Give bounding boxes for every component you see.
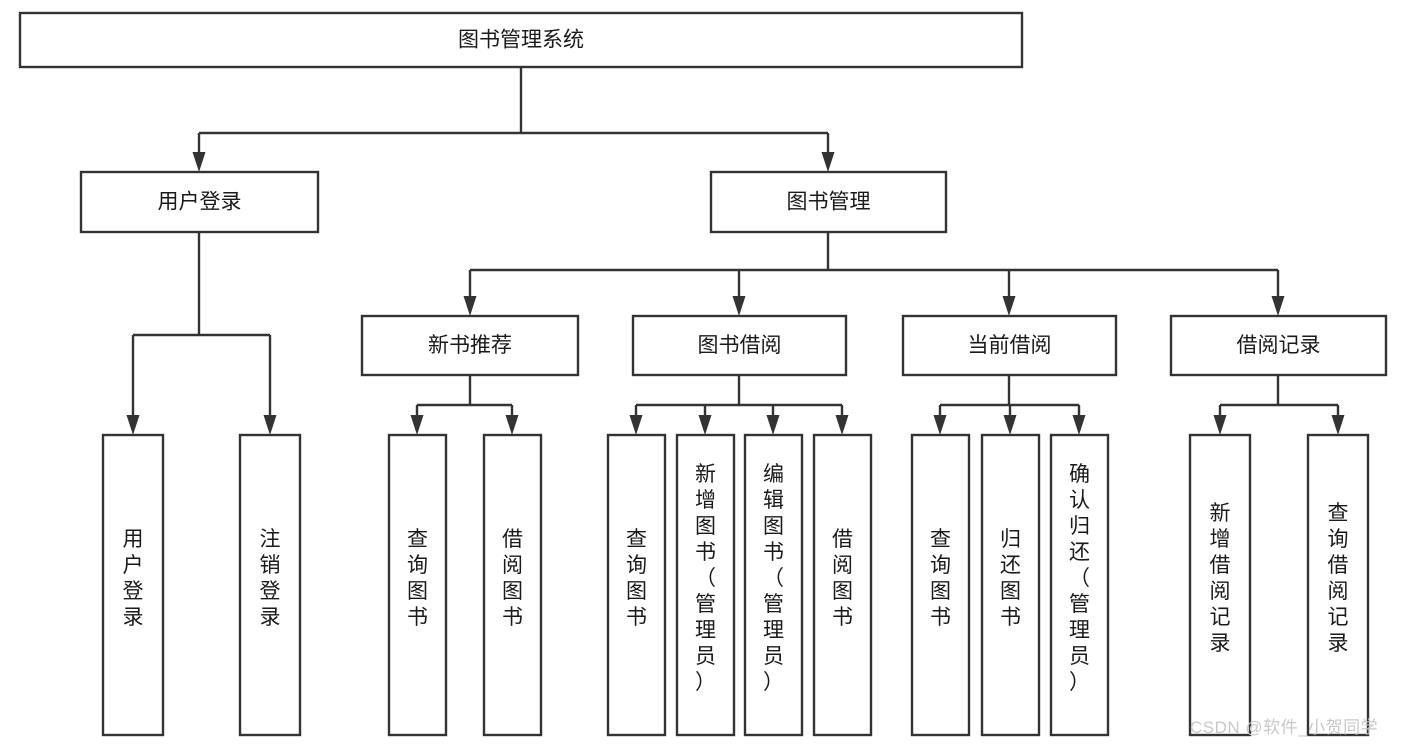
node-label: 借阅图书 xyxy=(832,528,853,629)
node-book-borrow[interactable]: 图书借阅 xyxy=(631,314,848,377)
node-label: 查询借阅记录 xyxy=(1328,502,1349,655)
node-label: 图书管理系统 xyxy=(458,29,584,52)
node-label: 查询图书 xyxy=(930,528,951,629)
node-label: 用户登录 xyxy=(123,528,144,629)
node-leaf-confirm-return[interactable]: 确认归还（管理员） xyxy=(1049,433,1110,737)
node-label: 注销登录 xyxy=(260,528,281,629)
connector-conn-borrow-leaves xyxy=(629,375,849,435)
node-label: 编辑图书（管理员） xyxy=(763,463,784,694)
node-label: 用户登录 xyxy=(158,191,242,214)
node-label: 新书推荐 xyxy=(428,334,512,357)
node-leaf-add-record[interactable]: 新增借阅记录 xyxy=(1188,433,1252,737)
node-leaf-edit-book[interactable]: 编辑图书（管理员） xyxy=(743,433,804,737)
node-label: 新增图书（管理员） xyxy=(695,463,716,694)
connector-layer xyxy=(126,67,1345,435)
node-label: 借阅图书 xyxy=(502,528,523,629)
node-leaf-add-book[interactable]: 新增图书（管理员） xyxy=(675,433,736,737)
csdn-watermark: CSDN @软件_小贺同学 xyxy=(1190,718,1379,737)
node-user-login[interactable]: 用户登录 xyxy=(79,170,320,234)
node-label: 图书借阅 xyxy=(698,334,782,357)
node-leaf-borrow-book-rec[interactable]: 借阅图书 xyxy=(482,433,543,737)
node-leaf-user-login[interactable]: 用户登录 xyxy=(101,433,165,737)
node-label: 图书管理 xyxy=(787,191,871,214)
node-book-manage[interactable]: 图书管理 xyxy=(709,170,948,234)
node-leaf-query-book-borrow[interactable]: 查询图书 xyxy=(606,433,667,737)
node-borrow-record[interactable]: 借阅记录 xyxy=(1169,314,1388,377)
node-root[interactable]: 图书管理系统 xyxy=(18,11,1024,69)
node-label: 新增借阅记录 xyxy=(1210,502,1231,655)
node-leaf-logout[interactable]: 注销登录 xyxy=(238,433,302,737)
connector-conn-current-leaves xyxy=(933,375,1086,435)
node-leaf-borrow-book[interactable]: 借阅图书 xyxy=(812,433,873,737)
node-layer: 图书管理系统用户登录图书管理新书推荐图书借阅当前借阅借阅记录用户登录注销登录查询… xyxy=(18,11,1388,737)
node-label: 当前借阅 xyxy=(968,334,1052,357)
node-leaf-return-book[interactable]: 归还图书 xyxy=(980,433,1041,737)
node-new-book-recommend[interactable]: 新书推荐 xyxy=(360,314,580,377)
connector-conn-root-bus xyxy=(192,67,835,172)
node-leaf-query-record[interactable]: 查询借阅记录 xyxy=(1306,433,1370,737)
node-leaf-query-book-current[interactable]: 查询图书 xyxy=(910,433,971,737)
connector-conn-rec-leaves xyxy=(410,375,519,435)
connector-conn-user-login-leaves xyxy=(126,232,277,435)
node-label: 查询图书 xyxy=(626,528,647,629)
node-label: 确认归还（管理员） xyxy=(1069,463,1090,694)
node-label: 归还图书 xyxy=(1000,528,1021,629)
node-leaf-query-book-rec[interactable]: 查询图书 xyxy=(387,433,448,737)
connector-conn-book-manage-level3 xyxy=(463,232,1285,316)
node-current-borrow[interactable]: 当前借阅 xyxy=(901,314,1118,377)
node-label: 借阅记录 xyxy=(1237,334,1321,357)
node-label: 查询图书 xyxy=(407,528,428,629)
connector-conn-record-leaves xyxy=(1213,375,1345,435)
